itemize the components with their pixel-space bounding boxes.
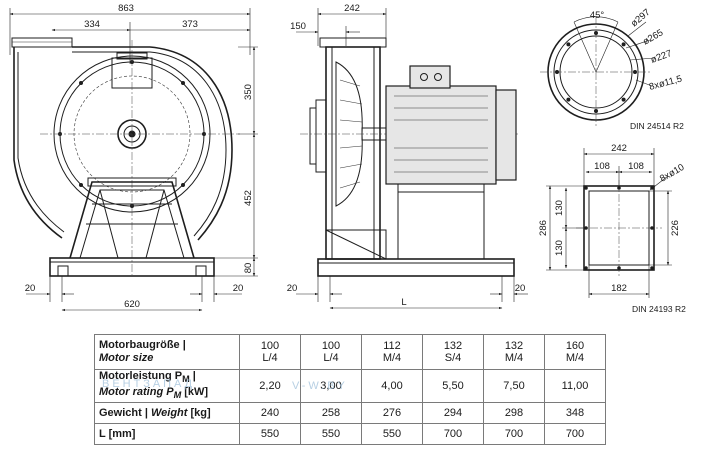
dim-side-margin-right: 20 [515, 283, 526, 294]
label-de: Motorleistung P [99, 370, 183, 382]
label-end: [kW] [181, 386, 209, 399]
label-end: | [189, 370, 196, 382]
dim-side-length: L [401, 297, 406, 308]
cell-length: 550 [239, 423, 301, 446]
label-en: Weight [150, 406, 188, 419]
motor-type: M/4 [504, 352, 524, 364]
motor-frame: 100 [321, 340, 341, 352]
dim-flange-pitch-left: 108 [594, 161, 610, 172]
cell-length: 550 [300, 423, 362, 446]
dim-side-width: 242 [344, 3, 360, 14]
label-sub: M [173, 390, 182, 401]
dim-side-flange: 150 [290, 21, 306, 32]
ref-square-flange: DIN 24193 R2 [632, 304, 686, 314]
cell-length: 700 [422, 423, 484, 446]
dim-base-margin-left: 20 [25, 283, 36, 294]
cell-weight: 258 [300, 402, 362, 425]
cell-motor-rating: 3,00 [300, 368, 362, 404]
motor-type: L/4 [262, 352, 278, 364]
motor-frame: 160 [565, 340, 585, 352]
cell-motor-rating: 11,00 [544, 368, 606, 404]
square-flange-detail: 242 108 108 8xø10 286 130 130 226 [538, 143, 686, 314]
front-view: 863 334 373 [9, 3, 258, 312]
dim-flange-pitch-right: 108 [628, 161, 644, 172]
cell-weight: 240 [239, 402, 301, 425]
dim-side-margin-left: 20 [287, 283, 298, 294]
cell-length: 700 [483, 423, 545, 446]
dim-holes-round: 8xø11,5 [648, 74, 683, 93]
side-view: 242 150 [287, 3, 528, 310]
label-motor-rating: Motorleistung PM | Motor rating PM [kW] [94, 368, 240, 404]
row-length: L [mm] 550 550 550 700 700 700 [94, 423, 606, 446]
dim-housing-lower: 452 [243, 190, 254, 206]
cell-motor-rating: 7,50 [483, 368, 545, 404]
cell-weight: 298 [483, 402, 545, 425]
label-en: Motor size [99, 352, 154, 364]
dim-base-margin-right: 20 [233, 283, 244, 294]
round-flange-detail: 45° ø297 ø265 ø227 8xø11,5 DIN 24514 R2 [540, 7, 684, 131]
label-sub: M [182, 374, 190, 385]
dim-dia-265: ø265 [641, 27, 665, 47]
cell-length: 700 [544, 423, 606, 446]
dim-flange-height: 286 [538, 220, 549, 236]
cell-weight: 348 [544, 402, 606, 425]
cell-weight: 276 [361, 402, 423, 425]
dim-housing-upper: 350 [243, 84, 254, 100]
label-weight: Gewicht | Weight [kg] [94, 402, 240, 425]
row-motor-rating: Motorleistung PM | Motor rating PM [kW] … [94, 368, 606, 404]
ref-round-flange: DIN 24514 R2 [630, 121, 684, 131]
label-length: L [mm] [94, 423, 240, 446]
cell-motor-rating: 4,00 [361, 368, 423, 404]
motor-type: L/4 [323, 352, 339, 364]
dim-overall-width: 863 [118, 3, 134, 14]
watermark-left: ВЕНТЗАПАД [102, 378, 196, 390]
label-de: Motorbaugröße | [99, 339, 186, 351]
motor-type: M/4 [382, 352, 402, 364]
dim-base-height: 80 [243, 263, 254, 274]
dim-base-width: 620 [124, 299, 140, 310]
motor-frame: 100 [260, 340, 280, 352]
label-de: Gewicht | [99, 406, 151, 419]
label-end: [kg] [187, 406, 211, 419]
cell-motor-rating: 2,20 [239, 368, 301, 404]
cell-weight: 294 [422, 402, 484, 425]
dim-angle: 45° [590, 10, 605, 21]
dim-flange-width: 242 [611, 143, 627, 154]
motor-frame: 112 [383, 340, 401, 352]
motor-frame: 132 [504, 340, 524, 352]
row-weight: Gewicht | Weight [kg] 240 258 276 294 29… [94, 402, 606, 425]
motor-type: S/4 [444, 352, 462, 364]
cell-length: 550 [361, 423, 423, 446]
dim-flange-upper: 130 [554, 200, 565, 216]
dim-outlet-offset: 373 [182, 19, 198, 30]
watermark-right: V-W.BY [292, 380, 348, 392]
label-motor-size: Motorbaugröße | Motor size [94, 334, 240, 370]
label-en: Motor rating P [99, 386, 174, 399]
dim-flange-inner: 226 [670, 220, 681, 236]
dim-holes-square: 8xø10 [658, 162, 686, 185]
motor-type: M/4 [565, 352, 585, 364]
technical-drawing: 863 334 373 [9, 3, 686, 314]
motor-frame: 132 [443, 340, 463, 352]
dim-flange-opening: 182 [611, 283, 627, 294]
dim-dia-227: ø227 [649, 48, 673, 66]
dim-inlet-offset: 334 [84, 19, 100, 30]
dim-flange-lower: 130 [554, 240, 565, 256]
cell-motor-rating: 5,50 [422, 368, 484, 404]
